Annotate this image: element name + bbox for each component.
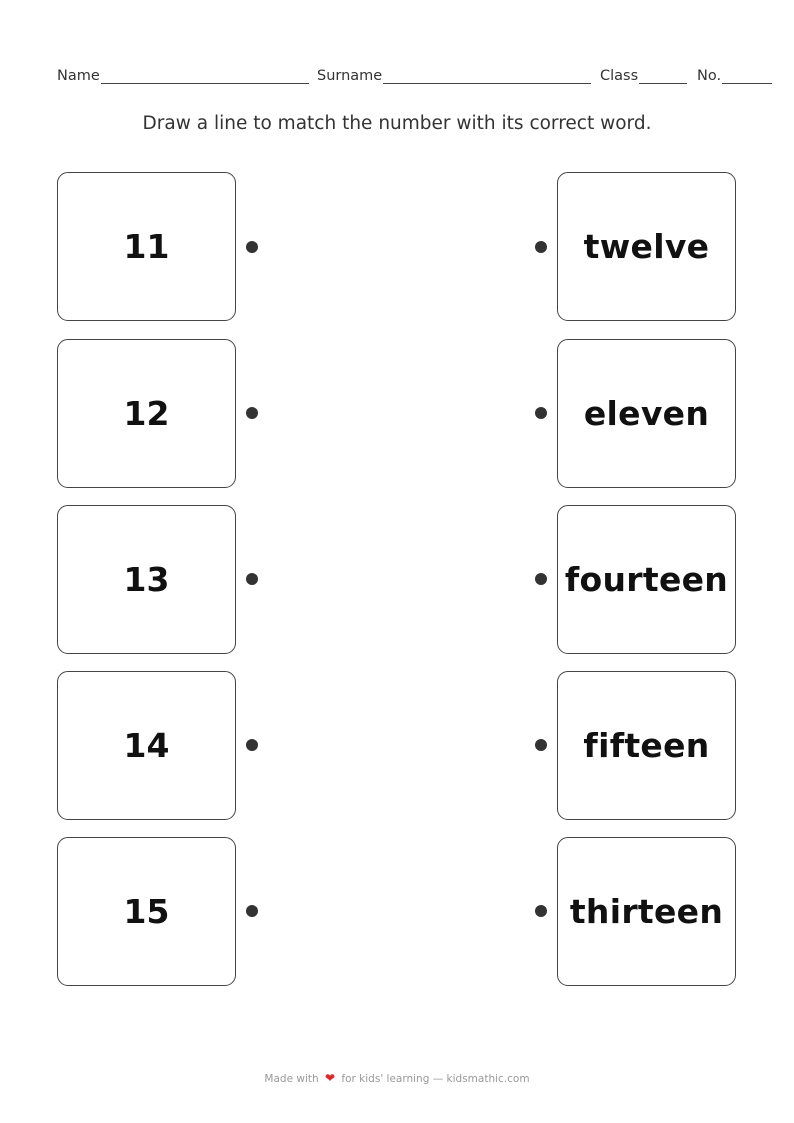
surname-line[interactable] [383, 69, 592, 84]
name-field[interactable]: Name [57, 68, 309, 84]
number-box: 11 [57, 172, 236, 321]
number-field[interactable]: No. [697, 68, 773, 84]
footer-prefix: Made with [264, 1073, 319, 1085]
right-dot-icon[interactable] [535, 739, 547, 751]
number-value: 13 [123, 560, 170, 599]
left-dot-icon[interactable] [246, 573, 258, 585]
number-box: 14 [57, 671, 236, 820]
student-info-header: Name Surname Class No. [57, 68, 773, 88]
number-value: 15 [123, 892, 170, 931]
word-value: fourteen [564, 560, 729, 599]
word-box: fourteen [557, 505, 736, 654]
surname-field[interactable]: Surname [317, 68, 592, 84]
word-box: twelve [557, 172, 736, 321]
left-dot-icon[interactable] [246, 905, 258, 917]
footer-suffix: for kids' learning — kidsmathic.com [341, 1073, 530, 1085]
right-dot-icon[interactable] [535, 905, 547, 917]
number-line[interactable] [722, 69, 773, 84]
word-value: fifteen [583, 726, 710, 765]
right-dot-icon[interactable] [535, 407, 547, 419]
surname-label: Surname [317, 68, 383, 84]
number-box: 13 [57, 505, 236, 654]
word-value: thirteen [569, 892, 724, 931]
footer: Made with ❤ for kids' learning — kidsmat… [0, 1071, 794, 1085]
left-dot-icon[interactable] [246, 407, 258, 419]
left-dot-icon[interactable] [246, 739, 258, 751]
word-box: eleven [557, 339, 736, 488]
left-dot-icon[interactable] [246, 241, 258, 253]
number-value: 11 [123, 227, 170, 266]
word-value: twelve [583, 227, 710, 266]
name-line[interactable] [100, 69, 309, 84]
number-label: No. [697, 68, 722, 84]
right-dot-icon[interactable] [535, 573, 547, 585]
class-field[interactable]: Class [600, 68, 688, 84]
word-value: eleven [583, 394, 710, 433]
number-box: 12 [57, 339, 236, 488]
number-value: 12 [123, 394, 170, 433]
class-label: Class [600, 68, 639, 84]
class-line[interactable] [639, 69, 688, 84]
number-box: 15 [57, 837, 236, 986]
instruction-text: Draw a line to match the number with its… [142, 113, 652, 134]
heart-icon: ❤ [325, 1071, 336, 1085]
word-box: thirteen [557, 837, 736, 986]
right-dot-icon[interactable] [535, 241, 547, 253]
name-label: Name [57, 68, 100, 84]
word-box: fifteen [557, 671, 736, 820]
number-value: 14 [123, 726, 170, 765]
